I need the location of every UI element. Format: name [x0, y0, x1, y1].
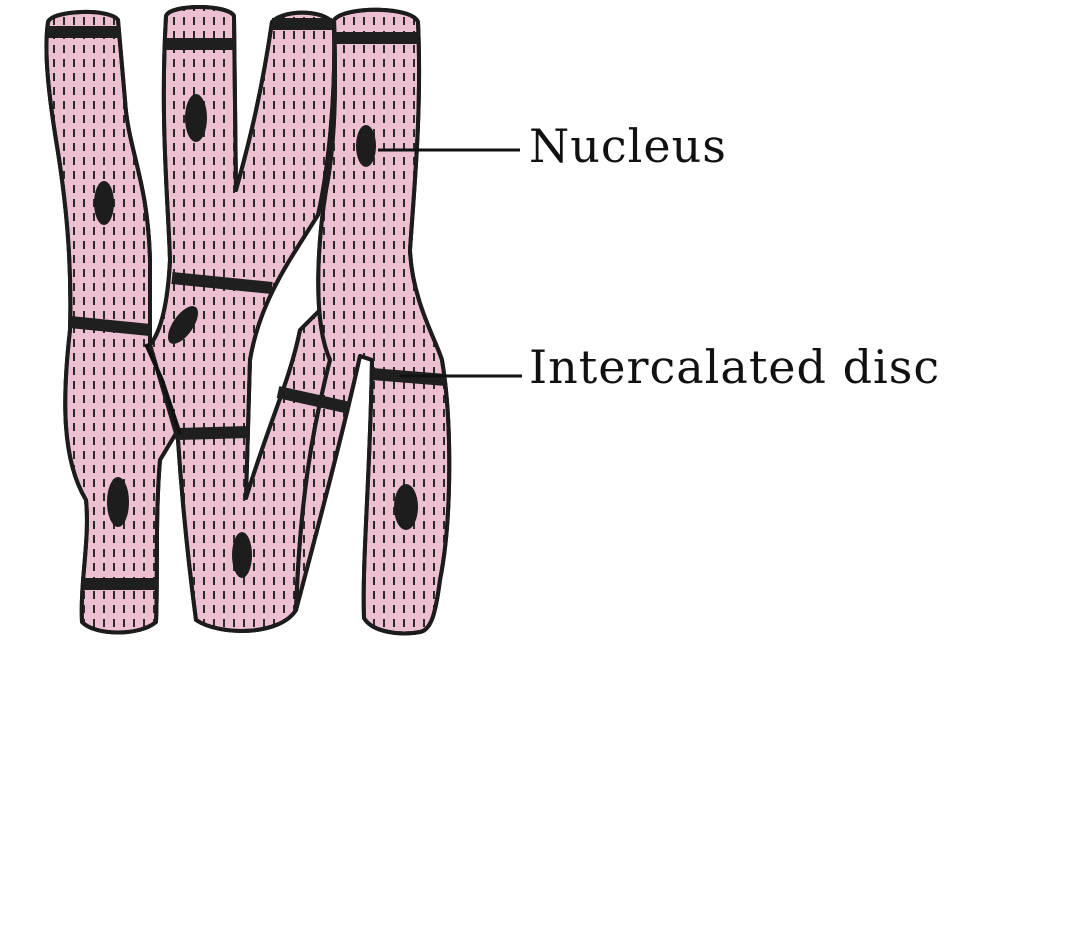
nucleus-1 — [185, 94, 207, 142]
nucleus-7 — [232, 532, 252, 578]
nuclei — [94, 94, 418, 578]
intercalated-disc-5 — [171, 272, 273, 294]
nucleus-5 — [107, 477, 129, 527]
labels: Nucleus Intercalated disc — [378, 119, 940, 394]
intercalated-disc-label: Intercalated disc — [529, 340, 940, 394]
disc-branch-line — [144, 343, 182, 435]
nucleus-6 — [394, 484, 418, 530]
nucleus-2 — [94, 181, 114, 225]
nucleus-label: Nucleus — [529, 119, 727, 173]
nucleus-3 — [356, 125, 376, 167]
muscle-fibers — [44, 5, 452, 636]
intercalated-disc-7 — [177, 426, 249, 440]
intercalated-disc-8 — [276, 386, 352, 414]
intercalated-disc-6 — [69, 316, 151, 336]
striations-center — [148, 5, 348, 633]
striations-right — [294, 7, 452, 636]
nucleus-4 — [167, 306, 199, 344]
